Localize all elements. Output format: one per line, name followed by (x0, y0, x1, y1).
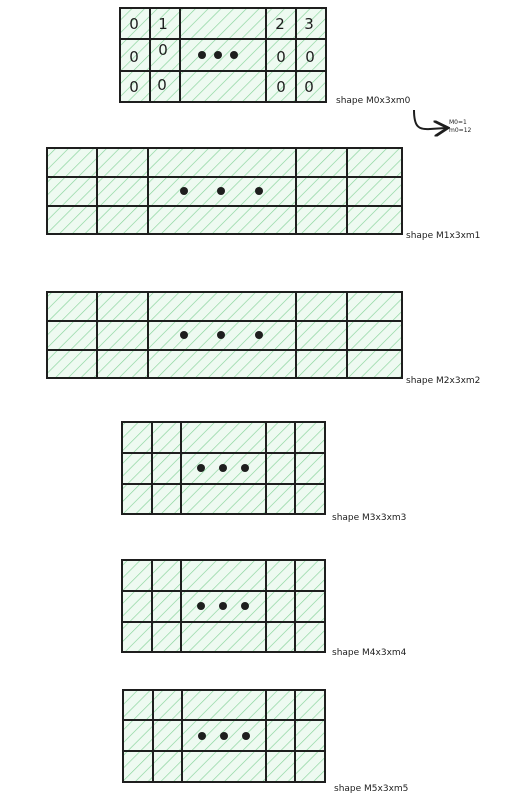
annotation-line-1: M0=1 (449, 119, 467, 126)
shape-m4-ellipsis (197, 602, 249, 610)
shape-m3-label: shape M3x3xm3 (332, 513, 406, 523)
cell-r0-c1: 1 (158, 15, 168, 33)
shape-m2-grid (46, 291, 403, 379)
cell-r0-c4: 3 (304, 15, 314, 33)
shape-m0-ellipsis (198, 51, 238, 59)
shape-m3-grid (121, 421, 326, 515)
cell-r1-c4: 0 (305, 48, 315, 66)
shape-m0-grid: 0 1 2 3 0 0 0 0 0 0 0 0 (119, 7, 327, 103)
shape-m2-label: shape M2x3xm2 (406, 376, 480, 386)
shape-m4-grid (121, 559, 326, 653)
shape-m1-ellipsis (180, 187, 263, 195)
arrow-icon (413, 109, 446, 129)
cell-r2-c3: 0 (276, 78, 286, 96)
annotation-line-2: m0=12 (449, 127, 472, 134)
shape-m5-label: shape M5x3xm5 (334, 784, 408, 794)
shape-m5-grid (122, 689, 326, 783)
shape-m5-ellipsis (198, 732, 250, 740)
cell-r2-c1: 0 (157, 76, 167, 94)
cell-r0-c0: 0 (129, 15, 139, 33)
shape-m1-label: shape M1x3xm1 (406, 231, 480, 241)
cell-r1-c1: 0 (158, 41, 168, 59)
cell-r1-c0: 0 (129, 48, 139, 66)
cell-r1-c3: 0 (276, 48, 286, 66)
cell-r2-c0: 0 (129, 78, 139, 96)
shape-m4-label: shape M4x3xm4 (332, 648, 407, 658)
shape-m0-label: shape M0x3xm0 (336, 96, 411, 106)
shape-m3-ellipsis (197, 464, 249, 472)
index-annotation: M0=1 m0=12 (413, 109, 472, 134)
shape-m2-ellipsis (180, 331, 263, 339)
shape-m1-grid (46, 147, 403, 235)
cell-r2-c4: 0 (304, 78, 314, 96)
cell-r0-c3: 2 (275, 15, 285, 33)
